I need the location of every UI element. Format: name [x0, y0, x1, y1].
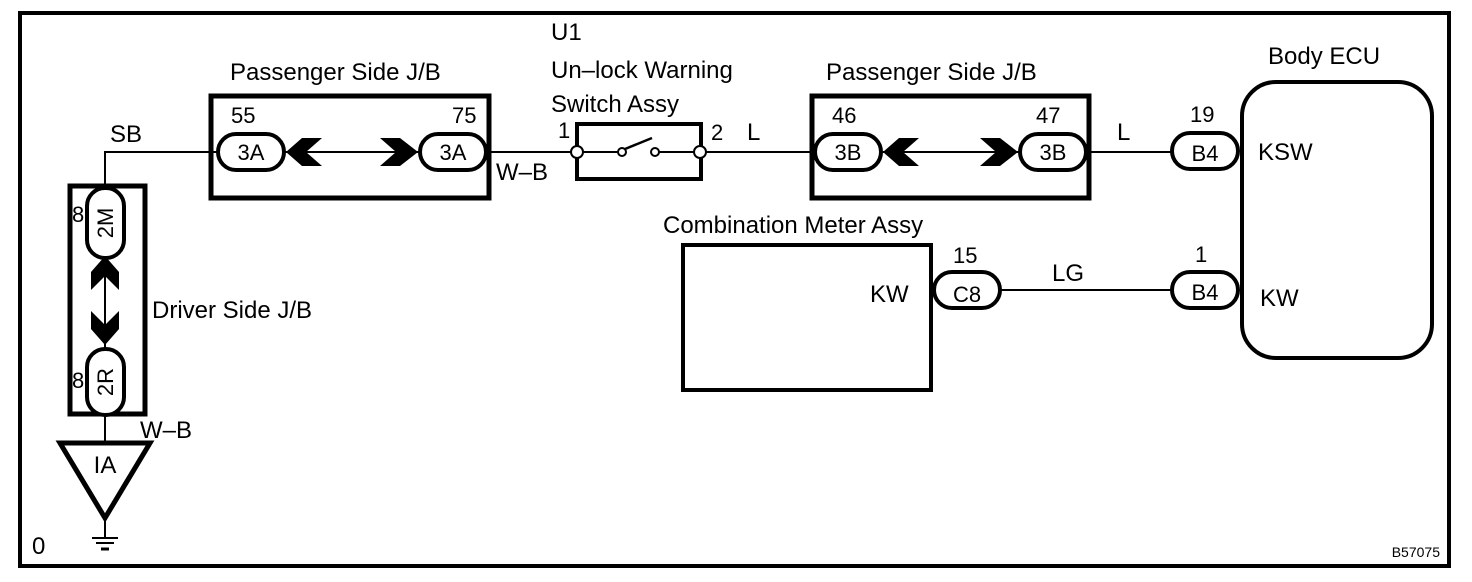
passenger-jb-right-box [809, 93, 1092, 201]
connector-3a-left-label: 3A [238, 140, 265, 165]
chevron-up-icon [91, 256, 119, 290]
ground-point: IA [55, 440, 155, 551]
connector-3a-right-label: 3A [440, 140, 467, 165]
ground-triangle [55, 440, 155, 523]
body-ecu: Body ECU 19 B4 KSW 1 B4 KW [1170, 43, 1434, 360]
wire-label-l-ecu: L [1117, 119, 1130, 146]
connector-3b-left-label: 3B [835, 140, 862, 165]
wire-label-l-switch: L [747, 119, 760, 146]
pin-46: 46 [832, 103, 856, 128]
chevron-right-icon [380, 138, 418, 166]
meter-pin-15: 15 [953, 243, 977, 268]
switch-title-line2: Switch Assy [551, 91, 679, 118]
wire-label-wb-top: W–B [496, 159, 548, 186]
switch-contact-right [650, 147, 660, 157]
driver-jb-pin-8-bottom: 8 [72, 368, 84, 393]
switch-contact-left [617, 147, 627, 157]
connector-c8 [932, 270, 1002, 310]
connector-3a-left [216, 132, 286, 172]
combination-meter-box [681, 243, 933, 392]
connector-b4-kw [1170, 270, 1240, 310]
chevron-left-icon [286, 138, 322, 166]
switch-title-line1: Un–lock Warning [551, 57, 733, 84]
wire-label-lg: LG [1052, 260, 1084, 287]
connector-3a-right [418, 132, 488, 172]
switch-terminal-2 [693, 145, 707, 159]
switch-terminal-1 [570, 145, 584, 159]
passenger-jb-left-box [208, 93, 492, 201]
connector-c8-label: C8 [953, 282, 981, 307]
unlock-warning-switch: U1 Un–lock Warning Switch Assy 1 2 [551, 19, 733, 181]
switch-blade [624, 136, 653, 151]
body-ecu-box [1240, 80, 1434, 360]
switch-code: U1 [551, 19, 582, 46]
pin-47: 47 [1036, 103, 1060, 128]
figure-id: B57075 [1392, 544, 1440, 560]
passenger-jb-right: Passenger Side J/B 46 47 3B 3B [809, 59, 1092, 201]
body-ecu-title: Body ECU [1268, 43, 1380, 70]
switch-pin-2: 2 [711, 120, 723, 145]
wire-sb [104, 151, 218, 188]
meter-terminal-kw: KW [870, 281, 909, 308]
driver-jb: 2M 8 2R 8 Driver Side J/B [67, 183, 312, 417]
wire-label-sb: SB [110, 121, 142, 148]
driver-jb-title: Driver Side J/B [152, 297, 312, 324]
ecu-terminal-kw: KW [1260, 285, 1299, 312]
chevron-down-icon [91, 311, 119, 345]
passenger-jb-right-title: Passenger Side J/B [826, 59, 1037, 86]
wire-label-wb-ground: W–B [140, 417, 192, 444]
connector-b4-kw-label: B4 [1192, 280, 1219, 305]
passenger-jb-left-title: Passenger Side J/B [230, 59, 441, 86]
passenger-jb-left: Passenger Side J/B 55 75 3A 3A [208, 59, 492, 201]
connector-3b-right-label: 3B [1040, 140, 1067, 165]
chevron-left-icon [883, 138, 919, 166]
connector-2r [85, 347, 126, 417]
combination-meter-title: Combination Meter Assy [663, 212, 923, 239]
connector-2r-label: 2R [93, 368, 118, 396]
connector-3b-left [813, 132, 883, 172]
driver-jb-pin-8-top: 8 [72, 202, 84, 227]
connector-b4-ksw-label: B4 [1192, 141, 1219, 166]
chevron-right-icon [980, 138, 1018, 166]
pin-55: 55 [231, 103, 255, 128]
combination-meter: Combination Meter Assy KW 15 C8 [663, 212, 1002, 392]
page-marker: 0 [32, 533, 45, 560]
connector-2m-label: 2M [93, 208, 118, 239]
switch-pin-1: 1 [558, 118, 570, 143]
connector-3b-right [1018, 132, 1088, 172]
ground-label: IA [94, 452, 117, 479]
ecu-terminal-ksw: KSW [1258, 139, 1313, 166]
ecu-pin-19: 19 [1190, 102, 1214, 127]
diagram-frame [18, 11, 1451, 568]
connector-b4-ksw [1170, 131, 1240, 171]
ecu-pin-1: 1 [1195, 242, 1207, 267]
pin-75: 75 [452, 103, 476, 128]
